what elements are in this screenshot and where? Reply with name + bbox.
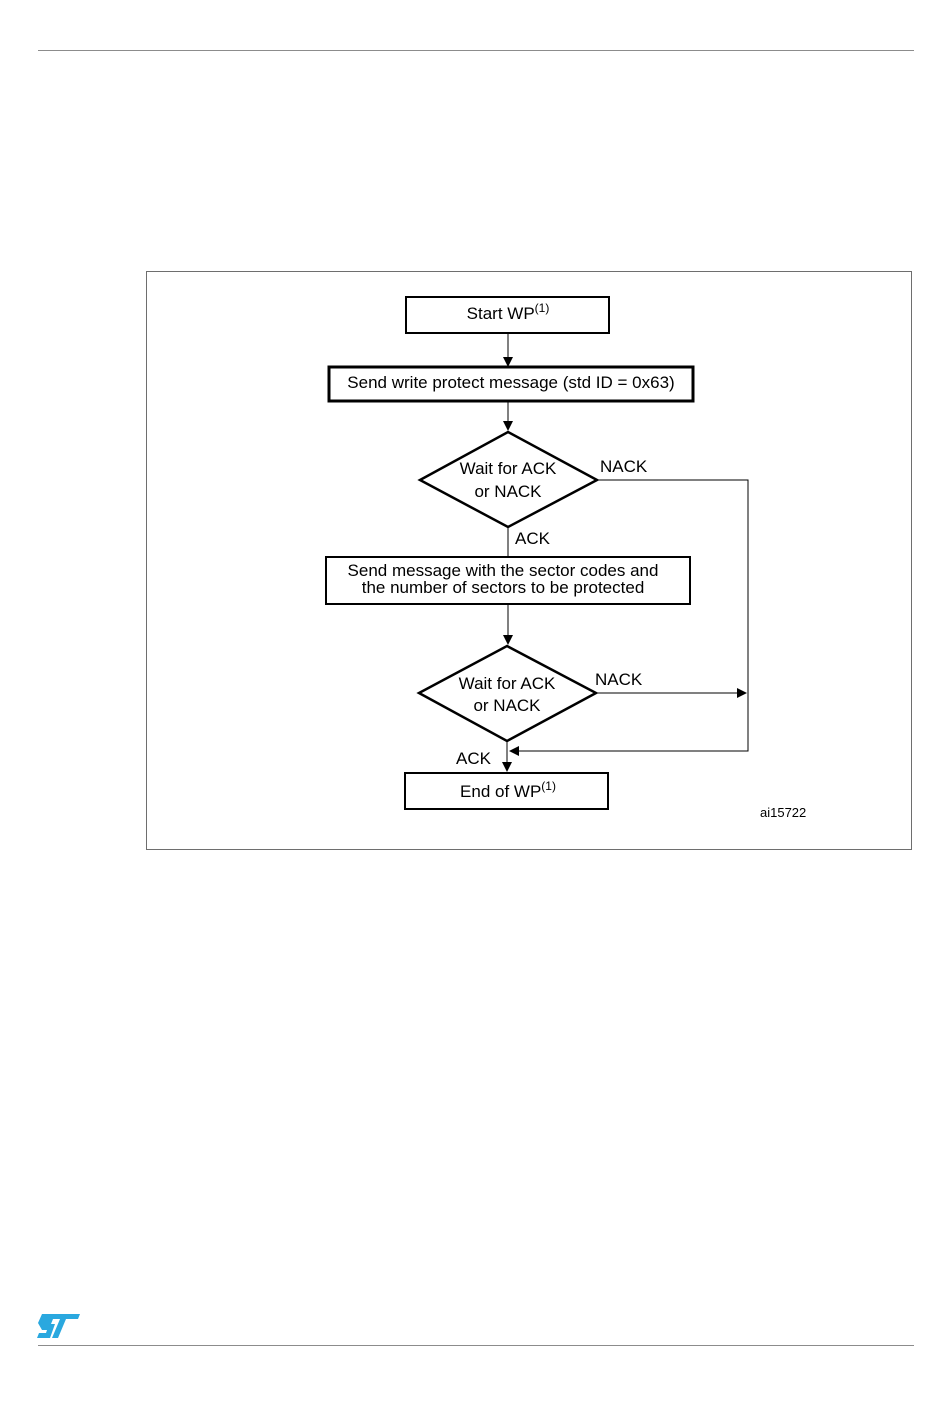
decision-wait-ack-2 (419, 646, 596, 741)
decision-1-line2: or NACK (474, 482, 542, 501)
st-logo-shape (37, 1314, 80, 1338)
end-superscript: (1) (541, 779, 556, 793)
footer-rule (38, 1345, 914, 1346)
decision-2-line2: or NACK (473, 696, 541, 715)
decision-1-ack-label: ACK (515, 529, 551, 548)
decision-2-nack-label: NACK (595, 670, 643, 689)
decision-wait-ack-1 (420, 432, 597, 527)
figure-id: ai15722 (760, 805, 806, 820)
decision-2-line1: Wait for ACK (459, 674, 556, 693)
send-write-protect-label: Send write protect message (std ID = 0x6… (347, 373, 674, 392)
send-sector-codes-line2: the number of sectors to be protected (362, 578, 645, 597)
decision-1-nack-label: NACK (600, 457, 648, 476)
decision-2-ack-label: ACK (456, 749, 492, 768)
decision-1-line1: Wait for ACK (460, 459, 557, 478)
start-superscript: (1) (535, 301, 550, 315)
st-logo (36, 1312, 82, 1340)
